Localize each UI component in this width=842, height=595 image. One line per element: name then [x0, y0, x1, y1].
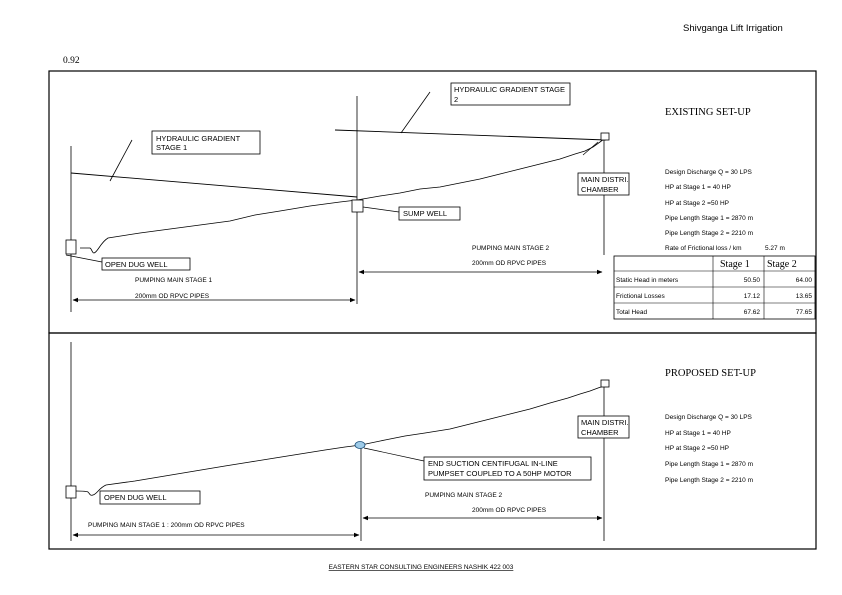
spec-discharge-proposed: Design Discharge Q = 30 LPS [665, 414, 753, 421]
hg2-label-box [450, 82, 571, 106]
table-cell: 77.65 [796, 309, 813, 316]
pumpset-label-box [423, 456, 592, 481]
spec-pipe-length-2: Pipe Length Stage 2 = 2210 m [665, 230, 753, 237]
sump-label-box [398, 206, 461, 221]
chamber-icon [600, 132, 610, 141]
friction-value: 5.27 m [765, 245, 785, 252]
pm2-pipes: 200mm OD RPVC PIPES [472, 260, 547, 267]
hydraulic-gradient-1-line [70, 172, 358, 198]
pm1-pipes: 200mm OD RPVC PIPES [135, 293, 210, 300]
dug-well-icon-proposed [65, 485, 77, 499]
table-cell: 50.50 [744, 277, 761, 284]
ground-profile-proposed [75, 385, 605, 496]
chamber-label-line1: MAIN DISTRI. [581, 175, 629, 184]
pm1-title: PUMPING MAIN STAGE 1 [135, 277, 213, 284]
footer-firm-name: EASTERN STAR CONSULTING ENGINEERS NASHIK… [329, 564, 514, 571]
hydraulic-gradient-2-line [334, 129, 607, 141]
table-cell: 17.12 [744, 293, 761, 300]
proposed-specs: Design Discharge Q = 30 LPS HP at Stage … [665, 414, 753, 484]
dug-well-leader [65, 254, 103, 263]
table-cell: 64.00 [796, 277, 813, 284]
table-row-label: Static Head in meters [616, 277, 679, 284]
pumpset-icon [354, 441, 366, 449]
table-header-stage1: Stage 1 [720, 259, 750, 270]
pumpset-label-line1: END SUCTION CENTIFUGAL IN-LINE [428, 459, 558, 468]
hg2-label-line2: 2 [454, 95, 458, 104]
project-title: Shivganga Lift Irrigation [683, 23, 783, 34]
chamber-label-line1-proposed: MAIN DISTRI. [581, 418, 629, 427]
ground-profile-existing [80, 138, 605, 254]
spec-discharge: Design Discharge Q = 30 LPS [665, 169, 753, 176]
dug-well-label-proposed: OPEN DUG WELL [104, 493, 167, 502]
pm1-label-proposed: PUMPING MAIN STAGE 1 : 200mm OD RPVC PIP… [88, 522, 245, 529]
proposed-title: PROPOSED SET-UP [665, 368, 756, 379]
existing-specs: Design Discharge Q = 30 LPS HP at Stage … [665, 169, 785, 252]
chamber-label-line2: CHAMBER [581, 185, 619, 194]
pm2-title: PUMPING MAIN STAGE 2 [472, 245, 550, 252]
pm2-pipes-proposed: 200mm OD RPVC PIPES [472, 507, 547, 514]
existing-setup: EXISTING SET-UP HYDRAULIC GRADIENT STAGE… [65, 82, 816, 320]
sump-label: SUMP WELL [403, 209, 447, 218]
chamber-leader [582, 141, 599, 156]
pumpset-label-line2: PUMPSET COUPLED TO A 50HP MOTOR [428, 469, 572, 478]
table-cell: 13.65 [796, 293, 813, 300]
hg2-leader [400, 91, 431, 134]
page-ref: 0.92 [63, 56, 80, 66]
spec-hp-stage2-proposed: HP at Stage 2 =50 HP [665, 445, 729, 452]
proposed-frame [48, 332, 817, 550]
hg1-label-line2: STAGE 1 [156, 143, 187, 152]
pm2-title-proposed: PUMPING MAIN STAGE 2 [425, 492, 503, 499]
table-header-stage2: Stage 2 [767, 259, 797, 270]
proposed-setup: PROPOSED SET-UP MAIN DISTRI. CHAMBER END… [65, 342, 756, 541]
table-row-label: Total Head [616, 309, 647, 316]
spec-hp-stage1: HP at Stage 1 = 40 HP [665, 184, 731, 191]
spec-hp-stage2: HP at Stage 2 =50 HP [665, 200, 729, 207]
hg1-leader [109, 139, 133, 182]
sump-well-icon [351, 199, 364, 213]
table-row-label: Frictional Losses [616, 293, 666, 300]
hg2-label-line1: HYDRAULIC GRADIENT STAGE [454, 85, 565, 94]
chamber-label-line2-proposed: CHAMBER [581, 428, 619, 437]
existing-title: EXISTING SET-UP [665, 107, 751, 118]
dug-well-label-box-proposed [99, 490, 201, 505]
head-table: Stage 1 Stage 2 Static Head in meters 50… [613, 255, 816, 320]
spec-hp-stage1-proposed: HP at Stage 1 = 40 HP [665, 430, 731, 437]
chamber-label-box [577, 172, 630, 196]
spec-pipe-length-1: Pipe Length Stage 1 = 2870 m [665, 215, 753, 222]
chamber-icon-proposed [600, 379, 610, 388]
pumpset-leader [363, 447, 425, 462]
sump-leader [362, 206, 400, 213]
dug-well-label-box [101, 257, 191, 271]
spec-pipe-length-1-proposed: Pipe Length Stage 1 = 2870 m [665, 461, 753, 468]
friction-label: Rate of Frictional loss / km [665, 245, 742, 252]
hg1-label-line1: HYDRAULIC GRADIENT [156, 134, 241, 143]
dug-well-label: OPEN DUG WELL [105, 260, 168, 269]
dug-well-icon [65, 239, 77, 255]
table-cell: 67.62 [744, 309, 761, 316]
spec-pipe-length-2-proposed: Pipe Length Stage 2 = 2210 m [665, 477, 753, 484]
chamber-label-box-proposed [577, 415, 630, 439]
hg1-label-box [151, 130, 261, 155]
